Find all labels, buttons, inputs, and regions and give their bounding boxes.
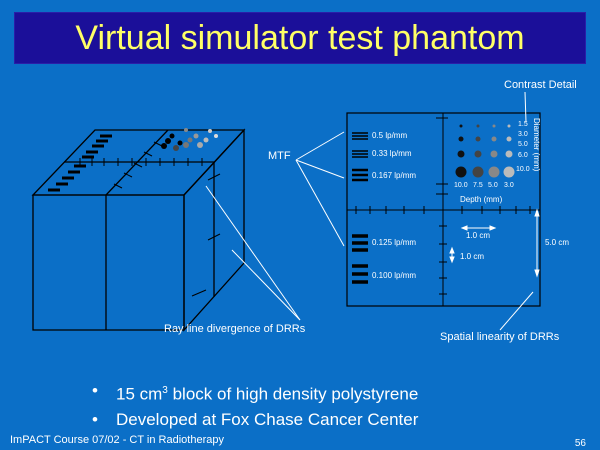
spatial-linearity-label: Spatial linearity of DRRs [440,331,560,343]
depth-axis-label: Depth (mm) [460,195,503,204]
mtf-bars-medium [352,168,368,182]
cm-5-0: 5.0 cm [545,238,570,247]
bullet-glyph: • [92,381,98,400]
bullet-text-2: Developed at Fox Chase Cancer Center [116,409,419,429]
mtf-bars-large [352,234,368,284]
cube-ticks [79,141,221,297]
cm-1-0-horizontal: 1.0 cm [466,231,491,240]
lp-0-5-label: 0.5 lp/mm [372,131,408,140]
bullet-item: • Developed at Fox Chase Cancer Center [92,407,418,432]
title-bar: Virtual simulator test phantom [14,12,586,64]
depth-10-0: 10.0 [454,182,468,189]
contrast-detail-label: Contrast Detail [504,79,577,91]
bullet-text-1: 15 cm3 block of high density polystyrene [116,384,419,404]
diam-3-0: 3.0 [518,131,528,138]
depth-3-0: 3.0 [504,182,514,189]
dimension-arrows [449,208,540,278]
diam-1-5: 1.5 [518,121,528,128]
cube-dots [161,128,218,151]
ray-line-label: Ray line divergence of DRRs [164,323,306,335]
diam-10-0: 10.0 [516,166,530,173]
lp-0-125-label: 0.125 lp/mm [372,238,417,247]
callout-lines [205,91,534,331]
cube-outline [31,128,246,332]
slide-title: Virtual simulator test phantom [75,19,525,57]
bullet-list: • 15 cm3 block of high density polystyre… [92,378,418,432]
cm-1-0-vertical: 1.0 cm [460,252,485,261]
diam-6-0: 6.0 [518,152,528,159]
mtf-label: MTF [268,150,291,162]
mtf-bars-small [352,132,368,158]
lp-0-167-label: 0.167 lp/mm [372,171,417,180]
cube-bars [48,134,112,192]
depth-7-5: 7.5 [473,182,483,189]
crosshair [347,113,540,306]
diam-5-0: 5.0 [518,141,528,148]
bullet-item: • 15 cm3 block of high density polystyre… [92,378,418,407]
footer-course: ImPACT Course 07/02 - CT in Radiotherapy [10,434,224,446]
diameter-axis-label: Diameter (mm) [532,118,541,172]
page-number: 56 [574,438,586,449]
contrast-dot-grid [455,124,515,178]
lp-0-100-label: 0.100 lp/mm [372,271,417,280]
bullet-glyph: • [92,409,98,429]
depth-5-0: 5.0 [488,182,498,189]
lp-0-33-label: 0.33 lp/mm [372,149,412,158]
